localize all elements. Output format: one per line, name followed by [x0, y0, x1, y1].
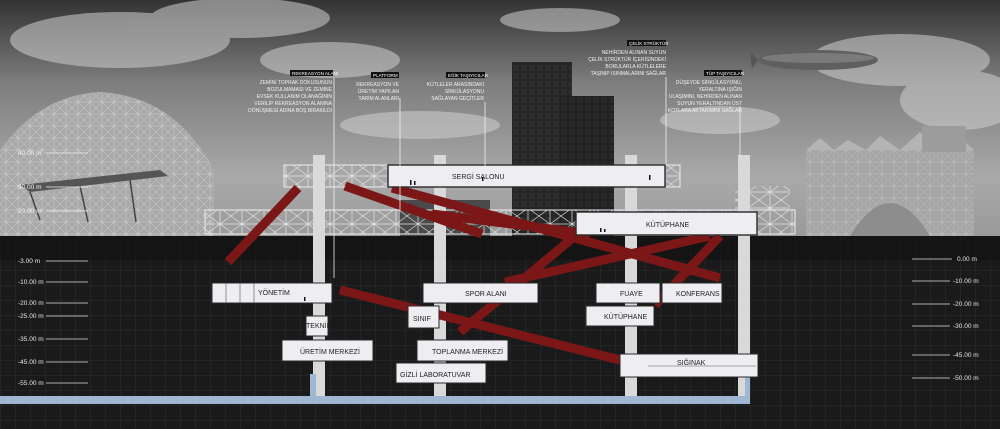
annotation-tup-title: TÜP TAŞIYICILAR	[706, 70, 745, 76]
level-label-right-6: -50.00 m	[953, 375, 979, 382]
level-markers-above: 40.00 m 30.00 m 20.00 m	[18, 150, 88, 215]
room-label-fuaye: FUAYE	[620, 291, 643, 298]
annotation-tup-line-5: KOTLARA AKTARIMINI SAĞLAR	[668, 107, 742, 114]
rooms: SERGİ SALONU KÜTÜPHANE YÖNETİM SPOR ALAN…	[211, 164, 759, 384]
level-label-left-4: -25.00 m	[18, 313, 44, 320]
room-label-toplanma-merkezi: TOPLANMA MERKEZİ	[432, 347, 503, 356]
annotation-egik: EĞİK TAŞIYICILAR KÜTLELER ARASINDAKİ SİR…	[427, 72, 489, 102]
annotation-rekreasyon-line-5: DÖNÜŞMESİ ADINA BOŞ BIRAKILDI	[248, 107, 332, 114]
people-figures	[304, 175, 651, 301]
room-label-kutuphane-low: KÜTÜPHANE	[604, 313, 648, 321]
annotation-platform-title: PLATFORM	[373, 73, 398, 78]
annotation-celik-line-4: TAŞINIP ISINMALARINI SAĞLAR	[591, 70, 667, 77]
level-label-above-1: 40.00 m	[18, 150, 42, 157]
annotation-platform: PLATFORM REKREASYON VE ÜRETİM YAPILAN TA…	[356, 72, 400, 102]
level-label-right-3: -20.00 m	[953, 301, 979, 308]
room-uretim-merkezi	[281, 339, 374, 362]
room-sergi-salonu	[387, 164, 666, 188]
geodesic-dome	[0, 92, 214, 236]
room-label-uretim-merkezi: ÜRETİM MERKEZİ	[300, 347, 360, 356]
annotation-celik: ÇELİK STRÜKTÜR NEHİRDEN ALINAN SUYUN ÇEL…	[588, 40, 669, 77]
room-label-spor-alani: SPOR ALANI	[465, 291, 507, 298]
room-label-yonetim: YÖNETİM	[258, 288, 290, 297]
annotation-rekreasyon-line-4: VERİLİP REKREASYON ALANINA	[254, 100, 332, 107]
room-spor-alani	[422, 282, 539, 304]
level-markers-right: 0.00 m -10.00 m -20.00 m -30.00 m -45.00…	[912, 256, 979, 382]
room-label-teknik: TEKNİK	[306, 321, 332, 330]
annotation-egik-line-1: KÜTLELER ARASINDAKİ	[427, 81, 484, 88]
room-kutuphane-top	[575, 211, 758, 236]
room-label-konferans: KONFERANS	[676, 291, 720, 298]
annotation-tup-line-1: DÜŞEYDE SİRKÜLASYONU,	[676, 79, 742, 86]
annotation-egik-line-2: SİRKÜLASYONU	[445, 88, 485, 95]
level-label-right-2: -10.00 m	[953, 278, 979, 285]
level-label-above-3: 20.00 m	[18, 208, 42, 215]
room-sinif	[407, 305, 440, 329]
zeppelin	[750, 50, 878, 70]
room-fuaye	[595, 282, 661, 304]
annotation-egik-line-3: SAĞLAYAN GEÇİTLER	[431, 95, 484, 102]
level-label-right-1: 0.00 m	[957, 256, 977, 263]
annotation-rekreasyon-title: REKREASYON ALANI	[292, 71, 338, 76]
annotation-celik-title: ÇELİK STRÜKTÜR	[629, 40, 669, 46]
level-label-left-5: -35.00 m	[18, 336, 44, 343]
level-label-left-3: -20.00 m	[18, 300, 44, 307]
annotation-celik-line-3: BORULARLA KÜTLELERE	[605, 63, 666, 70]
level-label-right-5: -45.00 m	[953, 352, 979, 359]
annotation-tup-line-2: YERALTINA IŞIĞIN	[698, 86, 742, 93]
room-toplanma-merkezi	[416, 339, 509, 362]
room-label-sergi-salonu: SERGİ SALONU	[452, 172, 505, 181]
clouds	[10, 0, 1000, 139]
annotation-celik-line-1: NEHİRDEN ALINAN SUYUN	[602, 49, 667, 56]
annotation-rekreasyon-line-2: BOZULMAMASI VE ZEMİNE	[267, 86, 332, 93]
level-label-left-1: -3.00 m	[18, 258, 40, 265]
level-label-left-2: -10.00 m	[18, 279, 44, 286]
room-konferans	[661, 282, 723, 304]
room-siginak	[619, 353, 759, 378]
annotation-rekreasyon-line-1: ZEMİNİ TOPRAK DOKUSUNUN	[260, 79, 333, 86]
annotation-tup-line-3: ULAŞIMINI, NEHİRDEN ALINAN	[669, 93, 742, 100]
annotation-leaders	[333, 77, 741, 278]
room-kutuphane-low	[585, 305, 655, 327]
level-label-above-2: 30.00 m	[18, 184, 42, 191]
annotation-platform-line-2: ÜRETİM YAPILAN	[358, 88, 400, 95]
room-yonetim	[211, 282, 333, 304]
annotation-tup-line-4: SUYUN YERALTINDAN ÜST	[677, 100, 742, 107]
annotation-celik-line-2: ÇELİK STRÜKTÜR İÇERİSİNDEKİ	[588, 56, 666, 63]
level-label-right-4: -30.00 m	[953, 323, 979, 330]
room-label-gizli-laboratuvar: GİZLİ LABORATUVAR	[400, 370, 471, 379]
room-label-kutuphane-top: KÜTÜPHANE	[646, 221, 690, 229]
annotation-platform-line-3: TARIM ALANLARI	[359, 96, 399, 102]
room-gizli-laboratuvar	[395, 362, 487, 384]
ornate-building	[806, 126, 974, 236]
level-label-left-6: -45.00 m	[18, 359, 44, 366]
room-label-sinif: SINIF	[413, 316, 431, 323]
annotation-rekreasyon: REKREASYON ALANI ZEMİNİ TOPRAK DOKUSUNUN…	[248, 70, 338, 114]
annotation-tup: TÜP TAŞIYICILAR DÜŞEYDE SİRKÜLASYONU, YE…	[668, 70, 745, 114]
water-pipe	[0, 374, 750, 404]
level-markers-left: -3.00 m -10.00 m -20.00 m -25.00 m -35.0…	[18, 258, 88, 387]
level-label-left-7: -55.00 m	[18, 380, 44, 387]
annotation-platform-line-1: REKREASYON VE	[356, 82, 399, 88]
annotation-egik-title: EĞİK TAŞIYICILAR	[448, 72, 489, 78]
room-label-siginak: SIĞINAK	[677, 358, 706, 367]
room-teknik	[305, 315, 329, 337]
annotation-rekreasyon-line-3: EVSEK KULLANIM OLANAĞININ	[257, 93, 333, 100]
